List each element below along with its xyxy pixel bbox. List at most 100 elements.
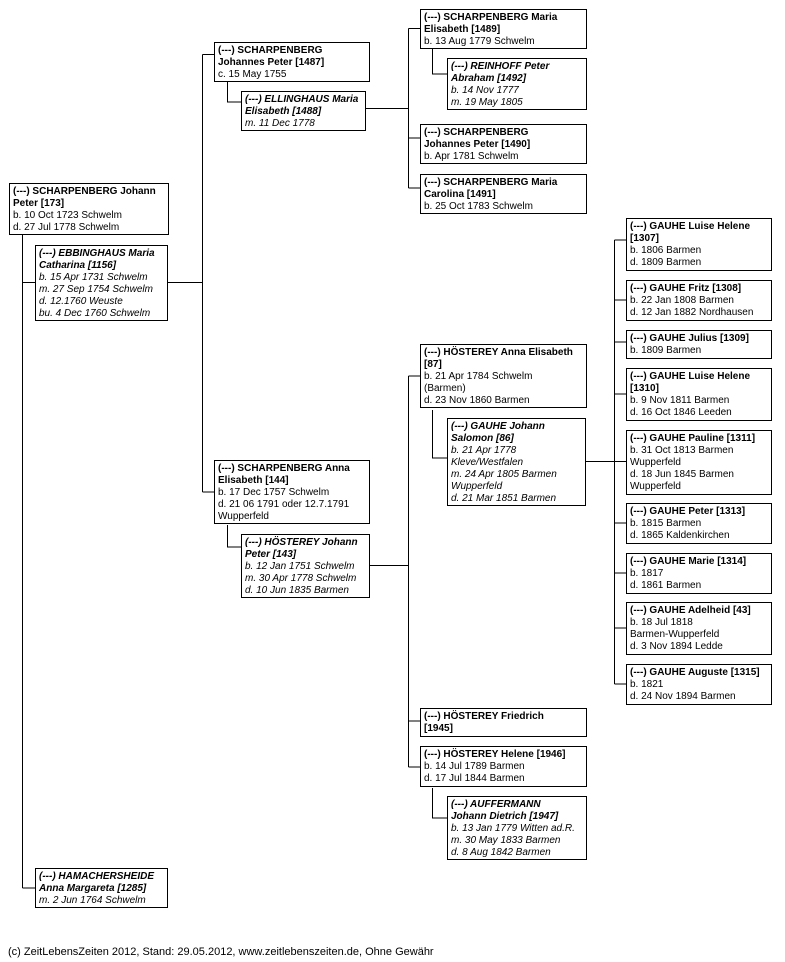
person-name-line-2: [1307] <box>630 233 659 244</box>
person-detail: Wupperfeld <box>630 457 681 468</box>
person-name-line-1: (---) SCHARPENBERG <box>424 127 529 138</box>
person-detail: m. 19 May 1805 <box>451 97 523 108</box>
spouse-box-1285[interactable]: (---) HAMACHERSHEIDE Anna Margareta [128… <box>35 868 168 908</box>
person-detail: b. 25 Oct 1783 Schwelm <box>424 201 533 212</box>
person-box-1315[interactable]: (---) GAUHE Auguste [1315] b. 1821 d. 24… <box>626 664 772 705</box>
person-name-line-2: Catharina [1156] <box>39 260 117 271</box>
person-detail: d. 12 Jan 1882 Nordhausen <box>630 307 754 318</box>
person-detail: d. 21 06 1791 oder 12.7.1791 <box>218 499 350 510</box>
person-name-line-1: (---) GAUHE Peter [1313] <box>630 506 746 517</box>
person-detail: Wupperfeld <box>630 481 681 492</box>
person-detail: c. 15 May 1755 <box>218 69 287 80</box>
person-name-line-2: Peter [143] <box>245 549 297 560</box>
person-box-1311[interactable]: (---) GAUHE Pauline [1311] b. 31 Oct 181… <box>626 430 772 495</box>
person-detail: d. 18 Jun 1845 Barmen <box>630 469 734 480</box>
person-name-line-1: (---) REINHOFF Peter <box>451 61 550 72</box>
person-detail: Wupperfeld <box>218 511 269 522</box>
person-detail: Kleve/Westfalen <box>451 457 524 468</box>
person-detail: m. 2 Jun 1764 Schwelm <box>39 895 146 906</box>
person-box-1490[interactable]: (---) SCHARPENBERG Johannes Peter [1490]… <box>420 124 587 164</box>
person-box-1489[interactable]: (---) SCHARPENBERG Maria Elisabeth [1489… <box>420 9 587 49</box>
person-detail: bu. 4 Dec 1760 Schwelm <box>39 308 151 319</box>
person-box-1313[interactable]: (---) GAUHE Peter [1313] b. 1815 Barmen … <box>626 503 772 544</box>
person-name-line-1: (---) HAMACHERSHEIDE <box>39 871 154 882</box>
person-detail: b. 12 Jan 1751 Schwelm <box>245 561 355 572</box>
person-box-144[interactable]: (---) SCHARPENBERG Anna Elisabeth [144] … <box>214 460 370 524</box>
person-name-line-2: Johannes Peter [1490] <box>424 139 531 150</box>
person-detail: d. 16 Oct 1846 Leeden <box>630 407 732 418</box>
person-box-1309[interactable]: (---) GAUHE Julius [1309] b. 1809 Barmen <box>626 330 772 359</box>
person-box-1310[interactable]: (---) GAUHE Luise Helene [1310] b. 9 Nov… <box>626 368 772 421</box>
person-name-line-1: (---) GAUHE Fritz [1308] <box>630 283 742 294</box>
person-detail: b. 17 Dec 1757 Schwelm <box>218 487 330 498</box>
person-detail: b. 15 Apr 1731 Schwelm <box>39 272 148 283</box>
person-detail: b. 1821 <box>630 679 664 690</box>
person-name-line-1: (---) HÖSTEREY Friedrich <box>424 711 544 722</box>
person-name-line-1: (---) EBBINGHAUS Maria <box>39 248 155 259</box>
person-box-87[interactable]: (---) HÖSTEREY Anna Elisabeth [87] b. 21… <box>420 344 587 408</box>
person-name-line-1: (---) GAUHE Auguste [1315] <box>630 667 760 678</box>
person-box-1946[interactable]: (---) HÖSTEREY Helene [1946] b. 14 Jul 1… <box>420 746 587 787</box>
spouse-box-1492[interactable]: (---) REINHOFF Peter Abraham [1492] b. 1… <box>447 58 587 110</box>
person-detail: b. 18 Jul 1818 <box>630 617 693 628</box>
person-name-line-1: (---) GAUHE Marie [1314] <box>630 556 747 567</box>
person-name-line-2: Abraham [1492] <box>451 73 527 84</box>
person-name-line-1: (---) GAUHE Luise Helene <box>630 221 751 232</box>
person-name-line-2: Johann Dietrich [1947] <box>451 811 559 822</box>
person-detail: d. 21 Mar 1851 Barmen <box>451 493 557 504</box>
person-detail: m. 30 May 1833 Barmen <box>451 835 561 846</box>
copyright-footer: (c) ZeitLebensZeiten 2012, Stand: 29.05.… <box>8 946 434 958</box>
person-name-line-1: (---) GAUHE Luise Helene <box>630 371 751 382</box>
person-box-1308[interactable]: (---) GAUHE Fritz [1308] b. 22 Jan 1808 … <box>626 280 772 321</box>
person-detail: d. 12.1760 Weuste <box>39 296 123 307</box>
spouse-box-1156[interactable]: (---) EBBINGHAUS Maria Catharina [1156] … <box>35 245 168 321</box>
person-detail: m. 11 Dec 1778 <box>245 118 315 129</box>
person-name-line-1: (---) SCHARPENBERG Anna <box>218 463 350 474</box>
person-detail: b. 21 Apr 1778 <box>451 445 517 456</box>
person-box-1314[interactable]: (---) GAUHE Marie [1314] b. 1817 d. 1861… <box>626 553 772 594</box>
spouse-box-86[interactable]: (---) GAUHE Johann Salomon [86] b. 21 Ap… <box>447 418 586 506</box>
person-name-line-2: Elisabeth [1488] <box>245 106 322 117</box>
person-name-line-2: [1945] <box>424 723 453 734</box>
person-detail: b. Apr 1781 Schwelm <box>424 151 519 162</box>
person-detail: b. 31 Oct 1813 Barmen <box>630 445 734 456</box>
person-detail: d. 1861 Barmen <box>630 580 702 591</box>
person-box-1945[interactable]: (---) HÖSTEREY Friedrich [1945] <box>420 708 587 737</box>
person-detail: d. 1865 Kaldenkirchen <box>630 530 730 541</box>
person-detail: d. 8 Aug 1842 Barmen <box>451 847 551 858</box>
person-name-line-1: (---) GAUHE Pauline [1311] <box>630 433 756 444</box>
person-detail: b. 13 Aug 1779 Schwelm <box>424 36 535 47</box>
person-box-173[interactable]: (---) SCHARPENBERG Johann Peter [173] b.… <box>9 183 169 235</box>
spouse-box-1947[interactable]: (---) AUFFERMANN Johann Dietrich [1947] … <box>447 796 587 860</box>
spouse-box-143[interactable]: (---) HÖSTEREY Johann Peter [143] b. 12 … <box>241 534 370 598</box>
person-box-43[interactable]: (---) GAUHE Adelheid [43] b. 18 Jul 1818… <box>626 602 772 655</box>
person-detail: Wupperfeld <box>451 481 503 492</box>
person-box-1487[interactable]: (---) SCHARPENBERG Johannes Peter [1487]… <box>214 42 370 82</box>
person-name-line-2: Carolina [1491] <box>424 189 496 200</box>
person-detail: b. 10 Oct 1723 Schwelm <box>13 210 122 221</box>
person-name-line-2: Anna Margareta [1285] <box>39 883 147 894</box>
person-detail: Barmen-Wupperfeld <box>630 629 720 640</box>
person-detail: m. 24 Apr 1805 Barmen <box>451 469 557 480</box>
person-detail: b. 1809 Barmen <box>630 345 702 356</box>
person-detail: b. 13 Jan 1779 Witten ad.R. <box>451 823 575 834</box>
person-detail: b. 1806 Barmen <box>630 245 702 256</box>
person-detail: b. 22 Jan 1808 Barmen <box>630 295 734 306</box>
person-detail: d. 3 Nov 1894 Ledde <box>630 641 723 652</box>
person-name-line-1: (---) GAUHE Julius [1309] <box>630 333 749 344</box>
spouse-box-1488[interactable]: (---) ELLINGHAUS Maria Elisabeth [1488] … <box>241 91 366 131</box>
person-detail: b. 9 Nov 1811 Barmen <box>630 395 730 406</box>
person-box-1491[interactable]: (---) SCHARPENBERG Maria Carolina [1491]… <box>420 174 587 214</box>
person-detail: b. 1815 Barmen <box>630 518 702 529</box>
person-name-line-2: [1310] <box>630 383 659 394</box>
person-detail: d. 1809 Barmen <box>630 257 702 268</box>
person-detail: d. 23 Nov 1860 Barmen <box>424 395 530 406</box>
person-name-line-2: Elisabeth [144] <box>218 475 289 486</box>
person-detail: d. 27 Jul 1778 Schwelm <box>13 222 120 233</box>
person-box-1307[interactable]: (---) GAUHE Luise Helene [1307] b. 1806 … <box>626 218 772 271</box>
person-detail: d. 10 Jun 1835 Barmen <box>245 585 349 596</box>
person-detail: m. 27 Sep 1754 Schwelm <box>39 284 153 295</box>
person-name-line-2: Johannes Peter [1487] <box>218 57 325 68</box>
person-detail: b. 14 Jul 1789 Barmen <box>424 761 525 772</box>
